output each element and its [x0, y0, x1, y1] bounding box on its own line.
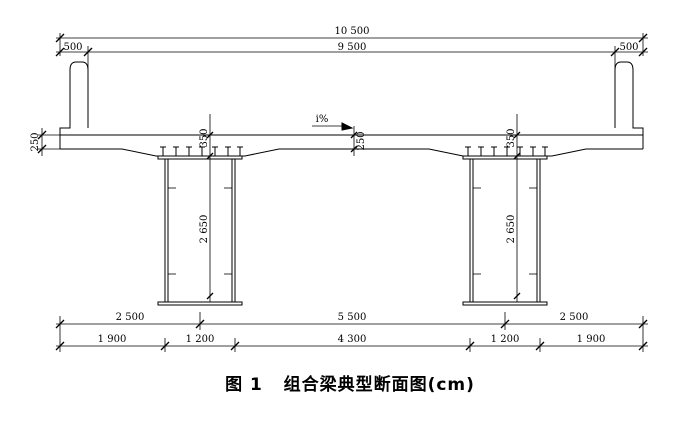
dim-row1-seg2: 5 500 — [338, 312, 367, 323]
dim-inner-width-label: 9 500 — [338, 42, 367, 53]
slope-label: i% — [316, 114, 329, 125]
left-slab-thickness-label: 350 — [199, 128, 210, 147]
slope-annotation: i% — [312, 114, 354, 131]
figure-number: 图 1 — [225, 375, 263, 395]
dim-slab-mid-label: 250 — [356, 131, 367, 150]
right-girder: 350 2 650 — [462, 114, 548, 306]
right-slab-thickness-label: 350 — [506, 128, 517, 147]
left-girder-height-label: 2 650 — [199, 215, 210, 244]
dim-bottom-row2: 1 900 1 200 4 300 1 200 1 900 — [55, 334, 648, 352]
dim-row2-seg1: 1 900 — [98, 334, 127, 345]
figure-caption: 图 1 组合梁典型断面图(cm) — [0, 370, 700, 395]
dim-total-width: 10 500 — [55, 26, 648, 56]
left-shear-studs — [160, 146, 243, 156]
dim-row1-seg3: 2 500 — [560, 312, 589, 323]
dim-deck-thickness: 250 — [30, 128, 60, 156]
left-girder: 350 2 650 — [157, 114, 243, 306]
dim-cantilever-right-label: 500 — [619, 42, 638, 53]
dim-cantilever-left-label: 500 — [63, 42, 82, 53]
dim-row1-seg1: 2 500 — [116, 312, 145, 323]
dim-total-width-label: 10 500 — [335, 26, 370, 37]
right-shear-studs — [465, 146, 548, 156]
dim-row2-seg3: 4 300 — [338, 334, 367, 345]
dim-slab-mid: 250 — [350, 126, 367, 156]
figure-title: 组合梁典型断面图(cm) — [283, 375, 475, 395]
dim-row2-seg2: 1 200 — [186, 334, 215, 345]
deck-slab — [59, 61, 644, 157]
dim-deck-thickness-label: 250 — [30, 132, 41, 151]
dim-top-segments: 500 9 500 500 — [55, 42, 648, 70]
dim-row2-seg5: 1 900 — [577, 334, 606, 345]
right-girder-height-label: 2 650 — [506, 215, 517, 244]
dim-row2-seg4: 1 200 — [491, 334, 520, 345]
